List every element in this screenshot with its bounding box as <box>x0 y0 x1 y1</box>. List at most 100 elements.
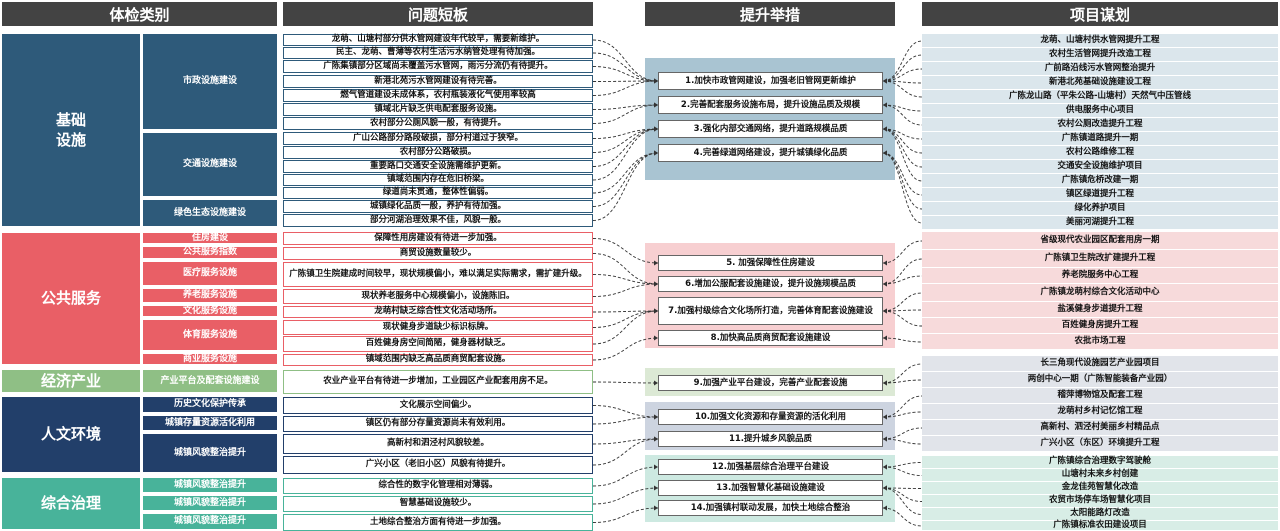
category-4: 综合治理 <box>2 478 140 529</box>
issue-item: 部分河湖治理效果不佳，风貌一般。 <box>283 214 593 227</box>
issue-item: 智慧基础设施较少。 <box>283 496 593 512</box>
project-item: 农批市场工程 <box>922 334 1278 349</box>
issue-item: 燃气管道建设未成体系，农村瓶装液化气使用率较高 <box>283 89 593 102</box>
subcategory-12: 城镇存量资源活化利用 <box>143 416 277 430</box>
project-item: 农村生活管网提升改造工程 <box>922 48 1278 61</box>
header-category: 体检类别 <box>2 2 277 26</box>
subcategory-9: 商业服务设施 <box>143 354 277 364</box>
subcategory-5: 医疗服务设施 <box>143 262 277 285</box>
issue-item: 民主、龙萌、曹薄等农村生活污水纳管处理有待加强。 <box>283 47 593 59</box>
project-item: 农村公路维修工程 <box>922 146 1278 159</box>
category-2: 经济产业 <box>2 370 140 392</box>
issue-item: 镇域范围内存在危旧桥梁。 <box>283 174 593 186</box>
issue-item: 重要路口交通安全设施需维护更新。 <box>283 160 593 173</box>
project-item: 广陈镇危桥改建一期 <box>922 174 1278 187</box>
measure-item: 3.强化内部交通网络，提升道路规模品质 <box>658 120 883 138</box>
issue-item: 农村部分公厕风貌一般，有待提升。 <box>283 117 593 130</box>
issue-item: 保障性用房建设有待进一步加强。 <box>283 232 593 245</box>
measure-item: 9.加强产业平台建设，完善产业配套设施 <box>658 375 883 391</box>
project-item: 镇区绿道提升工程 <box>922 188 1278 201</box>
subcategory-0: 市政设施建设 <box>143 34 277 129</box>
project-item: 山塘村未来乡村创建 <box>922 469 1278 481</box>
project-item: 两创中心一期（广陈智能装备产业园） <box>922 372 1278 387</box>
issue-item: 综合性的数字化管理相对薄弱。 <box>283 478 593 494</box>
project-item: 龙萌、山塘村供水管网提升工程 <box>922 34 1278 47</box>
header-measures-label: 提升举措 <box>739 5 800 24</box>
header-projects: 项目谋划 <box>922 2 1278 26</box>
project-item: 广陈镇卫生院改扩建提升工程 <box>922 250 1278 267</box>
issue-item: 农村部分公路破损。 <box>283 146 593 159</box>
issue-item: 土地综合整治方面有待进一步加强。 <box>283 514 593 531</box>
project-item: 高新村、泗泾村美丽乡村精品点 <box>922 420 1278 435</box>
subcategory-14: 城镇风貌整治提升 <box>143 478 277 492</box>
project-item: 交通安全设施维护项目 <box>922 160 1278 173</box>
measure-item: 13.加强智慧化基础设施建设 <box>658 480 883 496</box>
category-3: 人文环境 <box>2 397 140 472</box>
issue-item: 广山公路部分路段破损，部分村道过于狭窄。 <box>283 132 593 145</box>
measure-item: 6.增加公服配套设施建设，提升设施规模品质 <box>658 276 883 292</box>
subcategory-10: 产业平台及配套设施建设 <box>143 370 277 392</box>
header-issues-label: 问题短板 <box>407 5 468 24</box>
subcategory-15: 城镇风貌整治提升 <box>143 496 277 510</box>
project-item: 农贸市场停车场智慧化项目 <box>922 495 1278 507</box>
measure-item: 7.加强村级综合文化场所打造，完善体育配套设施建设 <box>658 297 883 325</box>
header-measures: 提升举措 <box>645 2 895 26</box>
project-item: 美丽河湖提升工程 <box>922 216 1278 229</box>
header-projects-label: 项目谋划 <box>1069 5 1130 24</box>
project-item: 农村公厕改造提升工程 <box>922 118 1278 131</box>
measure-item: 10.加强文化资源和存量资源的活化利用 <box>658 409 883 425</box>
project-item: 金龙佳苑智慧化改造 <box>922 482 1278 494</box>
project-item: 养老院服务中心工程 <box>922 268 1278 283</box>
subcategory-13: 城镇风貌整治提升 <box>143 434 277 472</box>
issue-item: 现状养老服务中心规模偏小，设施陈旧。 <box>283 289 593 304</box>
subcategory-16: 城镇风貌整治提升 <box>143 514 277 529</box>
measure-item: 2.完善配套服务设施布局，提升设施品质及规模 <box>658 96 883 114</box>
issue-item: 高新村和泗泾村风貌较差。 <box>283 434 593 454</box>
issue-item: 广兴小区（老旧小区）风貌有待提升。 <box>283 456 593 474</box>
project-item: 省级现代农业园区配套用房一期 <box>922 232 1278 249</box>
measure-item: 5. 加强保障性住房建设 <box>658 255 883 271</box>
subcategory-1: 交通设施建设 <box>143 133 277 196</box>
project-item: 稽萍博物馆及配套工程 <box>922 388 1278 403</box>
measure-item: 1.加快市政管网建设，加强老旧管网更新维护 <box>658 72 883 90</box>
issue-item: 新港北苑污水管网建设有待完善。 <box>283 75 593 88</box>
project-item: 广陈镇标准农田建设项目 <box>922 520 1278 530</box>
project-item: 新港北苑基础设施建设工程 <box>922 76 1278 89</box>
subcategory-3: 住房建设 <box>143 233 277 243</box>
issue-item: 文化展示空间偏少。 <box>283 397 593 414</box>
measure-item: 14.加强镇村联动发展，加快土地综合整治 <box>658 500 883 516</box>
project-item: 广陈镇综合治理数字驾驶舱 <box>922 456 1278 468</box>
header-category-label: 体检类别 <box>109 5 170 24</box>
issue-item: 农业产业平台有待进一步增加，工业园区产业配套用房不足。 <box>283 370 593 394</box>
project-item: 太阳能路灯改造 <box>922 508 1278 520</box>
issue-item: 广陈集镇部分区域尚未覆盖污水管网，雨污分流仍有待提升。 <box>283 60 593 73</box>
project-item: 广陈镇道路提升一期 <box>922 132 1278 145</box>
project-item: 龙萌村乡村记忆馆工程 <box>922 404 1278 419</box>
header-issues: 问题短板 <box>283 2 593 26</box>
issue-item: 绿道尚未贯通，整体性偏弱。 <box>283 187 593 199</box>
project-item: 广陈龙山路（平朱公路-山塘村）天然气中压管线 <box>922 90 1278 103</box>
issue-item: 城镇绿化品质一般，养护有待加强。 <box>283 200 593 213</box>
project-item: 供电服务中心项目 <box>922 104 1278 117</box>
category-1: 公共服务 <box>2 233 140 364</box>
issue-item: 镇域范围内缺乏高品质商贸配套设施。 <box>283 354 593 366</box>
project-item: 百姓健身房提升工程 <box>922 318 1278 333</box>
issue-item: 镇区仍有部分存量资源尚未有效利用。 <box>283 416 593 432</box>
measure-item: 8.加快高品质商贸配套设施建设 <box>658 330 883 346</box>
subcategory-4: 公共服务指数 <box>143 247 277 258</box>
measure-item: 11.提升城乡风貌品质 <box>658 431 883 447</box>
project-item: 长三角现代设施园艺产业园项目 <box>922 356 1278 371</box>
subcategory-6: 养老服务设施 <box>143 289 277 302</box>
project-item: 广前路沿线污水管网整治提升 <box>922 62 1278 75</box>
subcategory-8: 体育服务设施 <box>143 320 277 350</box>
issue-item: 龙萌、山塘村部分供水管网建设年代较早，需要新维护。 <box>283 34 593 46</box>
measure-item: 12.加强基层综合治理平台建设 <box>658 459 883 475</box>
project-item: 绿化养护项目 <box>922 202 1278 215</box>
issue-item: 广陈镇卫生院建成时间较早，现状规模偏小，难以满足实际需求，需扩建升级。 <box>283 262 593 287</box>
issue-item: 现状健身步道缺少标识标牌。 <box>283 320 593 335</box>
project-item: 广陈镇龙萌村综合文化活动中心 <box>922 284 1278 301</box>
issue-item: 龙萌村缺乏综合性文化活动场所。 <box>283 306 593 318</box>
subcategory-7: 文化服务设施 <box>143 306 277 316</box>
project-item: 广兴小区（东区）环境提升工程 <box>922 436 1278 451</box>
issue-item: 镇域北片缺乏供电配套服务设施。 <box>283 103 593 116</box>
